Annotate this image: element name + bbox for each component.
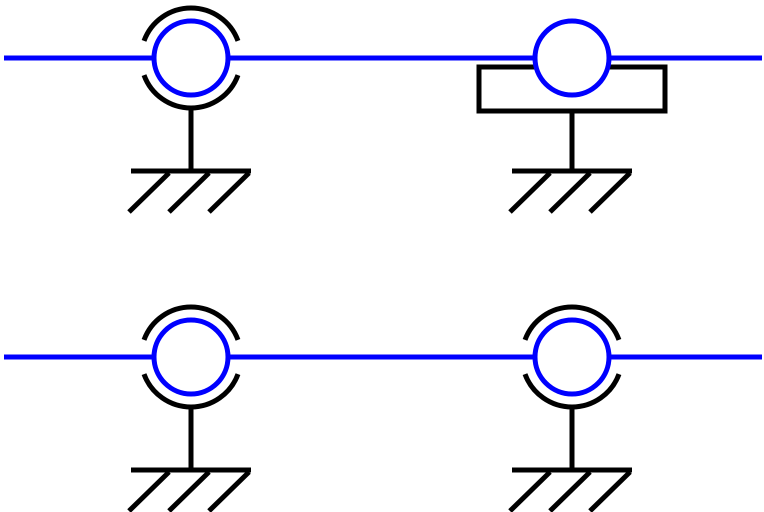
ground-support	[127, 407, 251, 512]
spherical-bearing-right	[508, 304, 632, 512]
ground-hatch-line	[548, 171, 592, 214]
ground-hatch-line	[588, 171, 632, 214]
top-row	[4, 5, 762, 214]
ground-support	[508, 407, 632, 512]
ground-hatch-line	[548, 470, 592, 512]
housing-upper-arc	[522, 304, 622, 341]
spherical-bearing-left	[127, 304, 251, 512]
bearing-ball	[151, 317, 231, 397]
ground-hatch-line	[167, 171, 211, 214]
ground-hatch-line	[508, 470, 552, 512]
housing-lower-arc	[141, 74, 241, 111]
ground-hatch-line	[508, 171, 552, 214]
slider-bearing-right	[476, 18, 668, 214]
ground-hatch-line	[127, 470, 171, 512]
housing-upper-arc	[141, 5, 241, 42]
ground-hatch-line	[167, 470, 211, 512]
diagram-layer	[4, 5, 762, 512]
housing-lower-arc	[141, 373, 241, 410]
ground-hatch-line	[588, 470, 632, 512]
bearing-ball	[532, 18, 612, 98]
ground-support	[508, 112, 632, 214]
bearing-ball	[532, 317, 612, 397]
spherical-bearing-left	[127, 5, 251, 214]
ground-support	[127, 108, 251, 214]
housing-lower-arc	[522, 373, 622, 410]
ground-hatch-line	[207, 171, 251, 214]
bottom-row	[4, 304, 762, 512]
bearing-ball	[151, 18, 231, 98]
housing-upper-arc	[141, 304, 241, 341]
ground-hatch-line	[207, 470, 251, 512]
ground-hatch-line	[127, 171, 171, 214]
